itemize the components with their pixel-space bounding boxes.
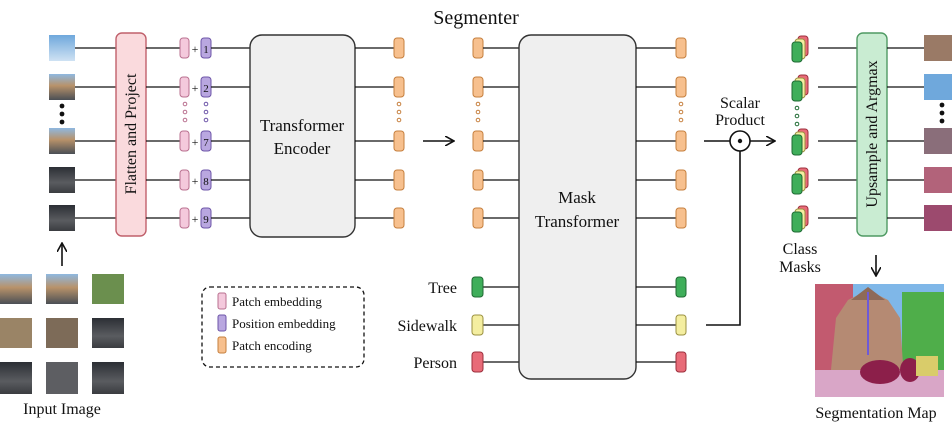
flatten-project-label: Flatten and Project [123, 73, 140, 194]
class-mask-stacks [791, 35, 809, 233]
patch-embedding-token [179, 207, 190, 229]
svg-text:+: + [192, 42, 199, 56]
legend-swatch-position-embedding [217, 314, 227, 332]
segmentation-map-label: Segmentation Map [815, 405, 936, 422]
class-token-sidewalk [471, 314, 484, 336]
patch-encoding-token [675, 130, 687, 152]
patch-encoding-token [393, 76, 405, 98]
scalar-product-line1: Scalar [720, 95, 761, 112]
patch-encoding-token [393, 207, 405, 229]
class-label-tree: Tree [428, 280, 457, 297]
class-embedding-sidewalk [675, 314, 687, 336]
class-label-sidewalk: Sidewalk [397, 318, 457, 335]
svg-text:+: + [192, 135, 199, 149]
position-number: 8 [203, 176, 209, 188]
svg-text:+: + [192, 174, 199, 188]
patch-encoding-token [393, 130, 405, 152]
patch-encoding-token [472, 76, 484, 98]
input-patch [49, 167, 75, 193]
patch-embedding-token [179, 130, 190, 152]
patch-embedding-token [179, 76, 190, 98]
output-patch [924, 128, 952, 154]
legend-label-position-embedding: Position embedding [232, 316, 336, 331]
class-embedding-person [675, 351, 687, 373]
ellipsis-dot [59, 103, 65, 109]
encoder-label-line1: Transformer [260, 116, 345, 135]
patch-encoding-token [393, 37, 405, 59]
flatten-project-block [115, 32, 147, 237]
class-token-tree [471, 276, 484, 298]
input-patch [49, 128, 75, 154]
mask-label-line2: Transformer [535, 212, 620, 231]
mask-input-tokens [472, 37, 484, 229]
patch-encoding-token [472, 169, 484, 191]
input-image-label: Input Image [23, 401, 101, 418]
transformer-encoder-block [249, 34, 356, 238]
patch-encoding-token [675, 37, 687, 59]
input-patch [49, 35, 75, 61]
position-number: 1 [203, 44, 209, 56]
mask-transformer-block [518, 34, 637, 380]
patch-embedding-token [179, 37, 190, 59]
legend-swatch-patch-encoding [217, 336, 227, 354]
patch-encoding-token [675, 76, 687, 98]
patch-encoding-token [675, 169, 687, 191]
upsample-argmax-label: Upsample and Argmax [864, 60, 881, 207]
patch-encoding-token [472, 130, 484, 152]
output-patch [924, 74, 952, 100]
svg-text:+: + [192, 81, 199, 95]
class-masks-line2: Masks [779, 259, 821, 276]
output-patch [924, 35, 952, 61]
segmentation-map-image [815, 284, 944, 397]
patch-encoding-token [393, 169, 405, 191]
legend-label-patch-encoding: Patch encoding [232, 338, 312, 353]
legend-label-patch-embedding: Patch embedding [232, 294, 322, 309]
legend-box [201, 286, 365, 368]
legend-swatch-patch-embedding [217, 292, 227, 310]
mask-label-line1: Mask [558, 188, 596, 207]
patch-encoding-token [472, 207, 484, 229]
ellipsis-dot [59, 119, 65, 125]
position-number: 2 [203, 83, 209, 95]
upsample-argmax-block [856, 32, 888, 237]
input-patch-column [49, 35, 75, 231]
input-patch [49, 205, 75, 231]
input-image-grid [0, 274, 124, 394]
mask-output-tokens [675, 37, 687, 229]
output-patch [924, 205, 952, 231]
class-masks-line1: Class [783, 241, 818, 258]
encoder-output-tokens [393, 37, 405, 229]
class-label-person: Person [413, 355, 457, 372]
output-patch-column [924, 35, 952, 231]
legend: Patch embedding Position embedding Patch… [217, 292, 336, 354]
encoder-label-line2: Encoder [274, 139, 331, 158]
patch-encoding-token [675, 207, 687, 229]
svg-text:+: + [192, 212, 199, 226]
class-embedding-tree [675, 276, 687, 298]
patch-embedding-token [179, 169, 190, 191]
position-number: 9 [203, 214, 209, 226]
patch-encoding-token [472, 37, 484, 59]
input-patch [49, 74, 75, 100]
class-token-person [471, 351, 484, 373]
patch-connectors [75, 47, 116, 219]
embedding-column: + 1 + 2 + 7 + 8 + 9 [179, 37, 212, 229]
scalar-product-line2: Product [715, 112, 765, 129]
diagram-title: Segmenter [433, 7, 519, 29]
output-patch [924, 167, 952, 193]
ellipsis-dot [59, 111, 65, 117]
position-number: 7 [203, 137, 209, 149]
